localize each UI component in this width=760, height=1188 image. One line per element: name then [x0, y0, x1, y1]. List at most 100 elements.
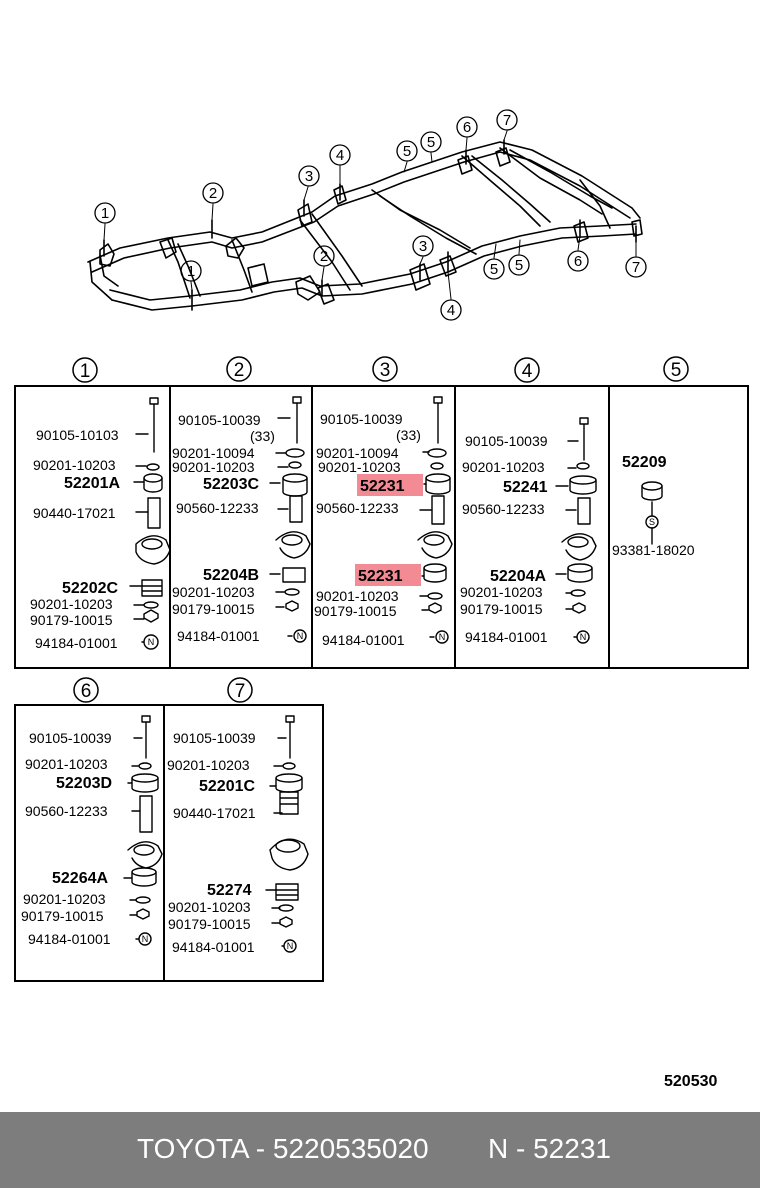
g4-part-90105-10039: 90105-10039: [465, 433, 548, 449]
frame-callout-2a: 2: [209, 185, 217, 202]
g6-part-90201-10203: 90201-10203: [25, 756, 108, 772]
g3-part-90201-10094: 90201-10094: [316, 445, 399, 461]
g7-part-52201C: 52201C: [199, 778, 255, 795]
g3-part-90201-10203-b: 90201-10203: [316, 588, 399, 604]
parts-diagram: 1 2 3 4 5 5 6 7 1 2 3 4 5 5 6 7 1 2 3 4 …: [14, 109, 749, 1090]
g1-part-90440-17021: 90440-17021: [33, 505, 116, 521]
nut-symbol-g6: N: [142, 934, 149, 944]
group5-drawings: [641, 481, 663, 545]
g6-part-90179-10015: 90179-10015: [21, 908, 104, 924]
g2-part-52203C: 52203C: [203, 476, 259, 493]
column-header-circles: [72, 356, 689, 703]
g3-part-90201-10203: 90201-10203: [318, 459, 401, 475]
diagram-ref-number: 520530: [664, 1073, 717, 1090]
frame-callout-3b: 3: [419, 238, 427, 255]
frame-callout-1a: 1: [101, 205, 109, 222]
g3-part-52231-lower: 52231: [358, 568, 403, 585]
g1-part-52202C: 52202C: [62, 580, 118, 597]
g2-qty-33: (33): [250, 428, 275, 444]
g2-part-90201-10203: 90201-10203: [172, 459, 255, 475]
g4-part-94184-01001: 94184-01001: [465, 629, 548, 645]
frame-callout-4b: 4: [447, 302, 455, 319]
column-header-3: 3: [380, 360, 391, 381]
group6-drawings: [123, 715, 163, 946]
g6-part-94184-01001: 94184-01001: [28, 931, 111, 947]
g2-part-52204B: 52204B: [203, 567, 259, 584]
g2-part-90179-10015: 90179-10015: [172, 601, 255, 617]
column-header-1: 1: [80, 361, 91, 382]
frame-callout-7b: 7: [632, 259, 640, 276]
g3-qty-33: (33): [396, 427, 421, 443]
footer-part-number: TOYOTA - 5220535020: [137, 1133, 429, 1164]
nut-symbol-g7: N: [287, 941, 294, 951]
g7-part-94184-01001: 94184-01001: [172, 939, 255, 955]
g6-part-52264A: 52264A: [52, 870, 108, 887]
frame-callout-5c: 5: [490, 261, 498, 278]
frame-callout-7a: 7: [503, 112, 511, 129]
footer-bar: TOYOTA - 5220535020 N - 52231: [0, 1112, 760, 1188]
column-header-4: 4: [522, 361, 533, 382]
g4-part-52204A: 52204A: [490, 568, 546, 585]
group7-drawings: [265, 715, 309, 953]
g3-part-90179-10015: 90179-10015: [314, 603, 397, 619]
group2-drawings: [269, 396, 311, 643]
frame-callout-3a: 3: [305, 168, 313, 185]
frame-callout-5d: 5: [515, 257, 523, 274]
nut-symbol-g3: N: [439, 632, 446, 642]
g2-part-90105-10039: 90105-10039: [178, 412, 261, 428]
frame-callout-2b: 2: [320, 248, 328, 265]
g2-part-90201-10203-b: 90201-10203: [172, 584, 255, 600]
highlight-52231-upper: [357, 474, 423, 496]
g2-part-90560-12233: 90560-12233: [176, 500, 259, 516]
frame-callout-5a: 5: [403, 143, 411, 160]
g7-part-90179-10015: 90179-10015: [168, 916, 251, 932]
g6-part-90560-12233: 90560-12233: [25, 803, 108, 819]
g4-part-52241: 52241: [503, 479, 548, 496]
highlight-52231-lower: [355, 564, 421, 586]
g6-part-90105-10039: 90105-10039: [29, 730, 112, 746]
g5-part-93381-18020: 93381-18020: [612, 542, 695, 558]
g3-part-52231-upper: 52231: [360, 478, 405, 495]
g1-part-52201A: 52201A: [64, 475, 120, 492]
chassis-frame: [87, 139, 643, 311]
g4-part-90560-12233: 90560-12233: [462, 501, 545, 517]
group1-drawings: [129, 397, 171, 650]
nut-symbol-g1: N: [148, 637, 155, 647]
g5-part-52209: 52209: [622, 454, 667, 471]
g3-part-94184-01001: 94184-01001: [322, 632, 405, 648]
g7-part-90201-10203: 90201-10203: [167, 757, 250, 773]
nut-symbol-g4: N: [580, 632, 587, 642]
frame-callout-6b: 6: [574, 253, 582, 270]
column-header-6: 6: [81, 681, 92, 702]
g7-part-90440-17021: 90440-17021: [173, 805, 256, 821]
frame-callout-6a: 6: [463, 119, 471, 136]
g3-part-90105-10039: 90105-10039: [320, 411, 403, 427]
g1-part-94184-01001: 94184-01001: [35, 635, 118, 651]
g1-part-90105-10103: 90105-10103: [36, 427, 119, 443]
g1-part-90201-10203-b: 90201-10203: [30, 596, 113, 612]
spring-symbol-g5: S: [649, 517, 655, 527]
nut-symbol-g2: N: [297, 631, 304, 641]
g7-part-52274: 52274: [207, 882, 252, 899]
g4-part-90201-10203: 90201-10203: [462, 459, 545, 475]
g6-part-52203D: 52203D: [56, 775, 112, 792]
g7-part-90201-10203-b: 90201-10203: [168, 899, 251, 915]
group3-drawings: [417, 396, 453, 644]
footer-code: N - 52231: [488, 1133, 611, 1164]
frame-callout-5b: 5: [427, 134, 435, 151]
frame-callout-1b: 1: [187, 263, 195, 280]
g1-part-90179-10015: 90179-10015: [30, 612, 113, 628]
table-grid: [14, 385, 749, 982]
callout-leaders: [103, 130, 637, 300]
group4-drawings: [555, 417, 597, 644]
g1-part-90201-10203: 90201-10203: [33, 457, 116, 473]
g2-part-94184-01001: 94184-01001: [177, 628, 260, 644]
column-header-5: 5: [671, 360, 682, 381]
column-header-7: 7: [235, 681, 246, 702]
column-header-2: 2: [234, 360, 245, 381]
g4-part-90201-10203-b: 90201-10203: [460, 584, 543, 600]
g4-part-90179-10015: 90179-10015: [460, 601, 543, 617]
frame-callout-circles: [94, 109, 647, 321]
g7-part-90105-10039: 90105-10039: [173, 730, 256, 746]
g6-part-90201-10203-b: 90201-10203: [23, 891, 106, 907]
